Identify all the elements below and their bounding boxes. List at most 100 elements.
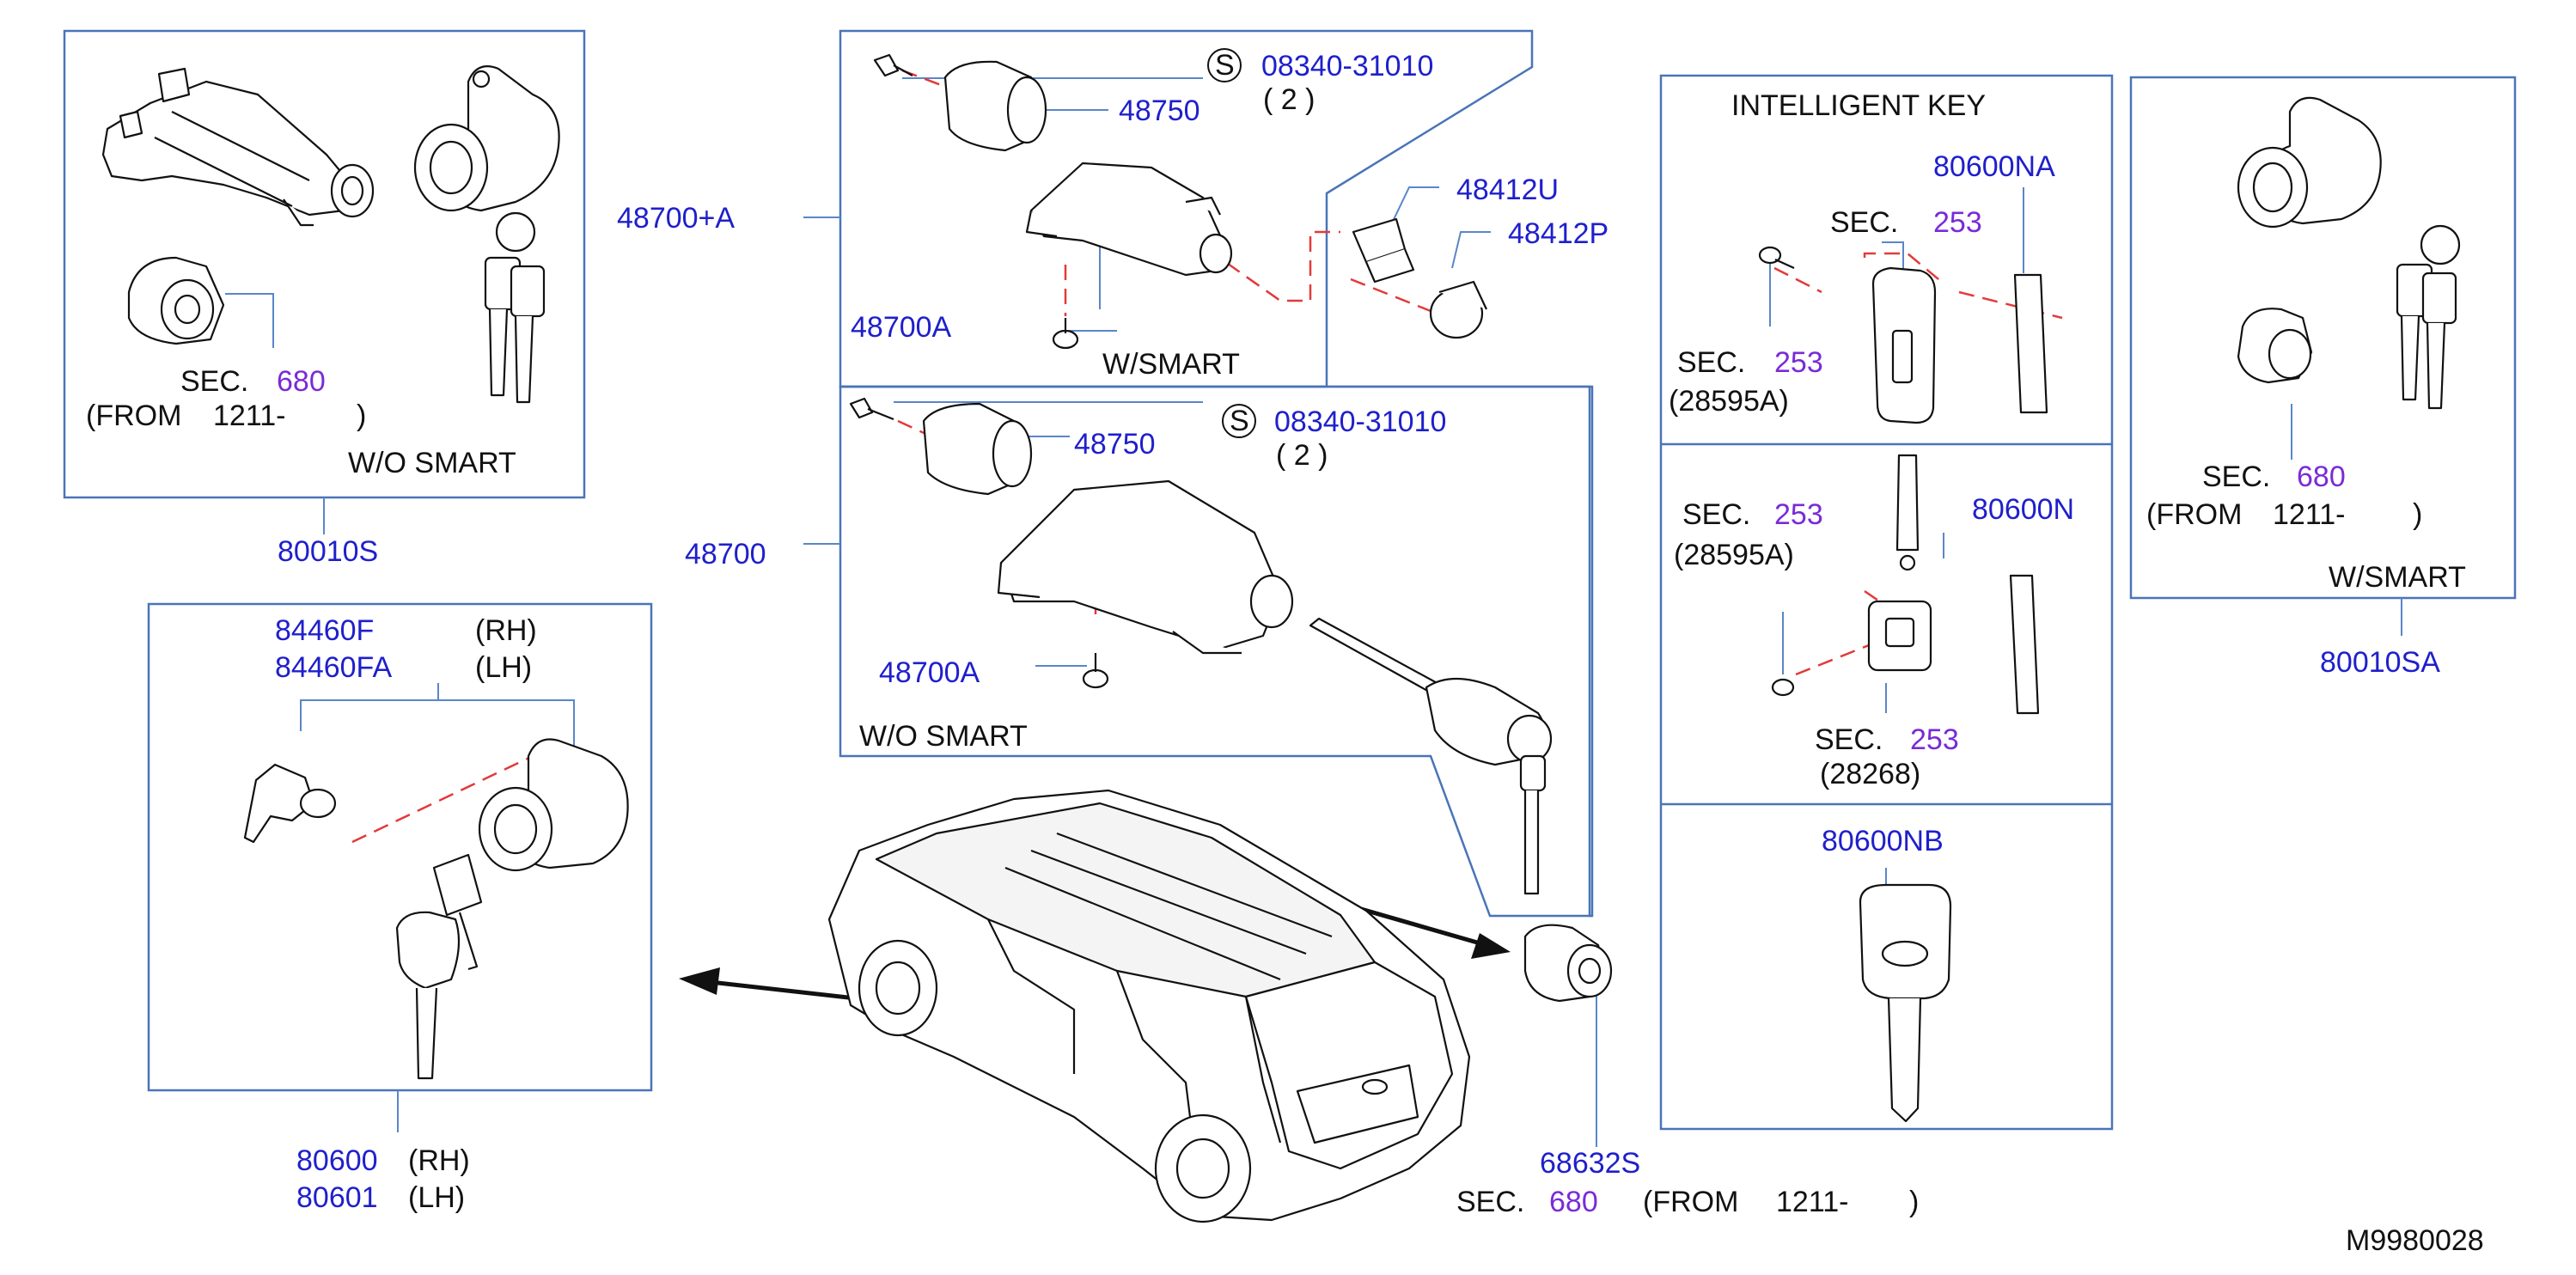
sec680c-word: SEC. bbox=[1456, 1186, 1524, 1218]
part-80600NA[interactable]: 80600NA bbox=[1933, 150, 2055, 183]
part-80010SA[interactable]: 80010SA bbox=[2320, 646, 2440, 679]
screw-icon bbox=[1052, 318, 1079, 350]
screw-d-icon bbox=[1771, 678, 1795, 697]
sec680a-word: SEC. bbox=[180, 365, 248, 398]
knob-48412P-icon bbox=[1429, 280, 1487, 339]
keys-c-icon bbox=[395, 853, 483, 1080]
frame-intelligent-key bbox=[1659, 74, 2114, 1131]
labels: SEC. 680 (FROM 1211- ) W/O SMART 80010S … bbox=[86, 48, 2484, 1257]
part-28268: (28268) bbox=[1820, 758, 1920, 790]
frame-door-lock bbox=[147, 602, 653, 1092]
part-08340-31010-b[interactable]: 08340-31010 bbox=[1274, 406, 1446, 438]
steering-lock-icon bbox=[1025, 162, 1233, 277]
door-lock-cylinder-c-icon bbox=[478, 738, 629, 872]
wo-smart-label-b: W/O SMART bbox=[859, 720, 1028, 753]
rh-b: (RH) bbox=[408, 1144, 470, 1177]
lock-cylinder-48750-icon bbox=[943, 60, 1047, 152]
ignition-cylinder-rod-icon bbox=[1309, 617, 1553, 895]
part-80600NB[interactable]: 80600NB bbox=[1822, 825, 1944, 857]
lh-b: (LH) bbox=[408, 1181, 465, 1214]
trunk-lock-cylinder-icon bbox=[127, 256, 225, 345]
red-chain-lines bbox=[351, 69, 2063, 844]
s-mark-b-circle bbox=[1222, 404, 1256, 438]
sec680b-num: 680 bbox=[2297, 461, 2346, 493]
sec680c-num: 680 bbox=[1549, 1186, 1598, 1218]
ignition-lock-assembly-icon bbox=[101, 67, 375, 227]
qty-2-a: ( 2 ) bbox=[1263, 83, 1315, 116]
emergency-key-80600NA-icon bbox=[2013, 273, 2048, 414]
s-mark-a-circle bbox=[1207, 48, 1242, 82]
part-80010S[interactable]: 80010S bbox=[278, 535, 378, 568]
s-mark-a: S bbox=[1215, 49, 1235, 82]
screw-c-icon bbox=[1758, 246, 1795, 270]
keys-b-icon bbox=[2396, 224, 2461, 410]
from1211c-open: (FROM bbox=[1643, 1186, 1738, 1218]
door-lock-cylinder-icon bbox=[413, 65, 560, 212]
sec253b-num: 253 bbox=[1774, 346, 1823, 379]
part-68632S[interactable]: 68632S bbox=[1540, 1147, 1640, 1180]
lh-a: (LH) bbox=[475, 651, 532, 684]
from1211b-open: (FROM bbox=[2146, 498, 2242, 531]
sec253a-num: 253 bbox=[1933, 206, 1982, 239]
intelligent-key-fob-icon bbox=[1871, 266, 1937, 424]
w-smart-label-mid: W/SMART bbox=[1102, 348, 1240, 381]
sec253d-word: SEC. bbox=[1815, 723, 1883, 756]
from1211a-open: (FROM bbox=[86, 400, 181, 432]
part-48700[interactable]: 48700 bbox=[685, 538, 766, 570]
frame-wo-smart-lock bbox=[839, 385, 1594, 918]
part-80601[interactable]: 80601 bbox=[296, 1181, 378, 1214]
key-80600N-icon bbox=[2009, 574, 2040, 715]
qty-2-b: ( 2 ) bbox=[1276, 439, 1328, 472]
part-84460FA[interactable]: 84460FA bbox=[275, 651, 392, 684]
from1211c-code: 1211- bbox=[1776, 1186, 1848, 1218]
part-80600[interactable]: 80600 bbox=[296, 1144, 378, 1177]
sec680b-word: SEC. bbox=[2202, 461, 2270, 493]
from1211b-close: ) bbox=[2413, 498, 2422, 531]
from1211b-code: 1211- bbox=[2273, 498, 2345, 531]
from1211a-code: 1211- bbox=[213, 400, 285, 432]
wo-smart-label-a: W/O SMART bbox=[348, 447, 516, 479]
part-48700A-b[interactable]: 48700A bbox=[879, 656, 980, 689]
part-48700-A[interactable]: 48700+A bbox=[617, 202, 735, 235]
sec253c-word: SEC. bbox=[1682, 498, 1750, 531]
bolt-b-icon bbox=[849, 397, 894, 421]
vehicle-suv-icon bbox=[827, 789, 1471, 1223]
from1211c-close: ) bbox=[1909, 1186, 1919, 1218]
sec253b-word: SEC. bbox=[1677, 346, 1745, 379]
key-blade-icon bbox=[1895, 454, 1920, 571]
illustrations bbox=[101, 53, 2461, 1223]
sec253a-word: SEC. bbox=[1830, 206, 1898, 239]
door-lock-lever-icon bbox=[243, 763, 337, 844]
sec253c-num: 253 bbox=[1774, 498, 1823, 531]
key-80600NB-icon bbox=[1859, 883, 1952, 1123]
trunk-lock-cylinder-b-icon bbox=[2237, 308, 2313, 384]
sec253d-num: 253 bbox=[1910, 723, 1959, 756]
sec680a-num: 680 bbox=[277, 365, 326, 398]
part-28595A-a: (28595A) bbox=[1669, 385, 1789, 418]
part-84460F[interactable]: 84460F bbox=[275, 614, 374, 647]
screw-b-icon bbox=[1082, 653, 1109, 689]
part-28595A-b: (28595A) bbox=[1674, 539, 1794, 571]
part-48412P[interactable]: 48412P bbox=[1508, 217, 1608, 250]
part-48750-a[interactable]: 48750 bbox=[1119, 95, 1200, 127]
from1211a-close: ) bbox=[357, 400, 366, 432]
door-lock-cylinder-b-icon bbox=[2237, 96, 2382, 229]
keys-icon bbox=[484, 211, 546, 404]
part-48700A-a[interactable]: 48700A bbox=[851, 311, 952, 344]
frame-w-smart-set bbox=[2129, 76, 2517, 600]
part-48750-b[interactable]: 48750 bbox=[1074, 428, 1156, 461]
lock-cylinder-48750b-icon bbox=[922, 402, 1033, 496]
part-48412U[interactable]: 48412U bbox=[1456, 174, 1559, 206]
diagram-id: M9980028 bbox=[2346, 1224, 2484, 1257]
frames bbox=[63, 29, 2517, 1131]
s-mark-b: S bbox=[1230, 405, 1249, 437]
lock-cylinder-68632S-icon bbox=[1523, 924, 1613, 1003]
bolt-icon bbox=[873, 53, 913, 77]
rh-a: (RH) bbox=[475, 614, 537, 647]
intelligent-key-title: INTELLIGENT KEY bbox=[1731, 89, 1986, 122]
key-card-icon bbox=[1867, 600, 1932, 672]
w-smart-label-right: W/SMART bbox=[2329, 561, 2466, 594]
part-80600N[interactable]: 80600N bbox=[1972, 493, 2074, 526]
part-08340-31010-a[interactable]: 08340-31010 bbox=[1261, 50, 1433, 82]
